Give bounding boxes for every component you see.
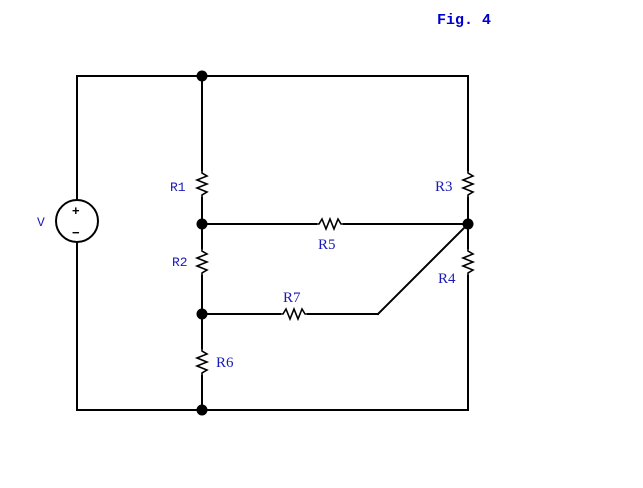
label-r1: R1 — [170, 180, 186, 195]
node-mid-upper — [196, 218, 208, 230]
voltage-source: + − — [55, 199, 99, 243]
label-v: V — [37, 215, 45, 230]
nodes — [196, 70, 474, 416]
node-top — [196, 70, 208, 82]
node-bottom — [196, 404, 208, 416]
figure-title: Fig. 4 — [437, 12, 491, 29]
label-r2: R2 — [172, 255, 188, 270]
resistor-r6 — [194, 348, 210, 376]
resistor-r4 — [460, 248, 476, 276]
label-r7: R7 — [283, 290, 301, 306]
resistors — [194, 170, 476, 376]
resistor-r1 — [194, 170, 210, 198]
label-r3: R3 — [435, 179, 453, 195]
source-minus-sign: − — [72, 225, 80, 240]
node-right — [462, 218, 474, 230]
resistor-r2 — [194, 248, 210, 276]
label-r6: R6 — [216, 355, 234, 371]
source-circle — [55, 199, 99, 243]
resistor-r7 — [280, 306, 308, 322]
label-r5: R5 — [318, 237, 336, 253]
node-mid-lower — [196, 308, 208, 320]
label-r4: R4 — [438, 271, 456, 287]
wire-r7-diagonal — [376, 222, 470, 316]
resistor-r5 — [316, 216, 344, 232]
source-plus-sign: + — [72, 203, 80, 218]
labels: V R1 R2 R3 R4 R5 R6 R7 — [37, 179, 456, 371]
wires — [76, 75, 470, 411]
resistor-r3 — [460, 170, 476, 198]
